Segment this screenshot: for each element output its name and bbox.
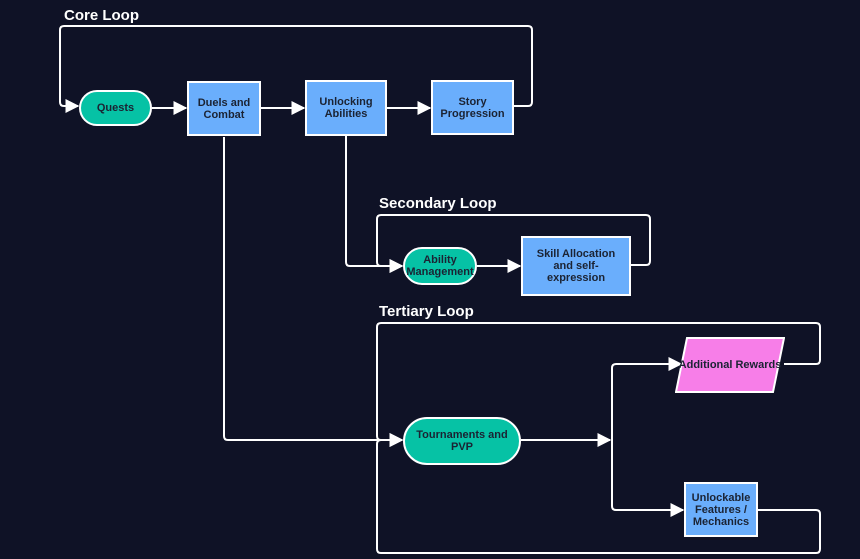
tournaments-pvp-node[interactable]: Tournaments and PVP [403,417,521,465]
skill-allocation-node[interactable]: Skill Allocation and self-expression [521,236,631,296]
ability-management-node[interactable]: Ability Management [403,247,477,285]
branch-to-unlockable-arrow [611,440,685,517]
unlockable-features-label: Unlockable Features / Mechanics [691,491,751,528]
ability-management-label: Ability Management [406,254,474,278]
additional-rewards-label: Additional Rewards [678,359,782,371]
secondary-loop-feedback-connector [376,214,651,273]
duels-combat-node[interactable]: Duels and Combat [187,81,261,136]
unlocking-to-ability-management-arrow [345,136,404,273]
unlocking-abilities-node[interactable]: Unlocking Abilities [305,80,387,136]
duels-combat-label: Duels and Combat [197,96,251,121]
tertiary-loop-top-feedback-connector [376,322,821,447]
unlocking-abilities-label: Unlocking Abilities [319,96,373,120]
core-loop-title: Core Loop [64,7,139,24]
quests-label: Quests [96,102,135,114]
duels-to-tournaments-arrow [223,137,404,447]
story-progression-node[interactable]: Story Progression [431,80,514,135]
core-loop-feedback-connector [59,25,533,113]
quests-node[interactable]: Quests [79,90,152,126]
parallelogram-shape [675,337,785,393]
skill-allocation-label: Skill Allocation and self-expression [536,248,616,284]
tournaments-pvp-label: Tournaments and PVP [416,429,508,453]
story-progression-label: Story Progression [440,95,505,120]
unlockable-features-node[interactable]: Unlockable Features / Mechanics [684,482,758,537]
secondary-loop-title: Secondary Loop [379,195,497,212]
tertiary-loop-bottom-feedback-connector [376,433,821,554]
branch-to-rewards-arrow [611,357,683,440]
tertiary-loop-title: Tertiary Loop [379,303,474,320]
additional-rewards-node[interactable]: Additional Rewards [675,337,785,393]
